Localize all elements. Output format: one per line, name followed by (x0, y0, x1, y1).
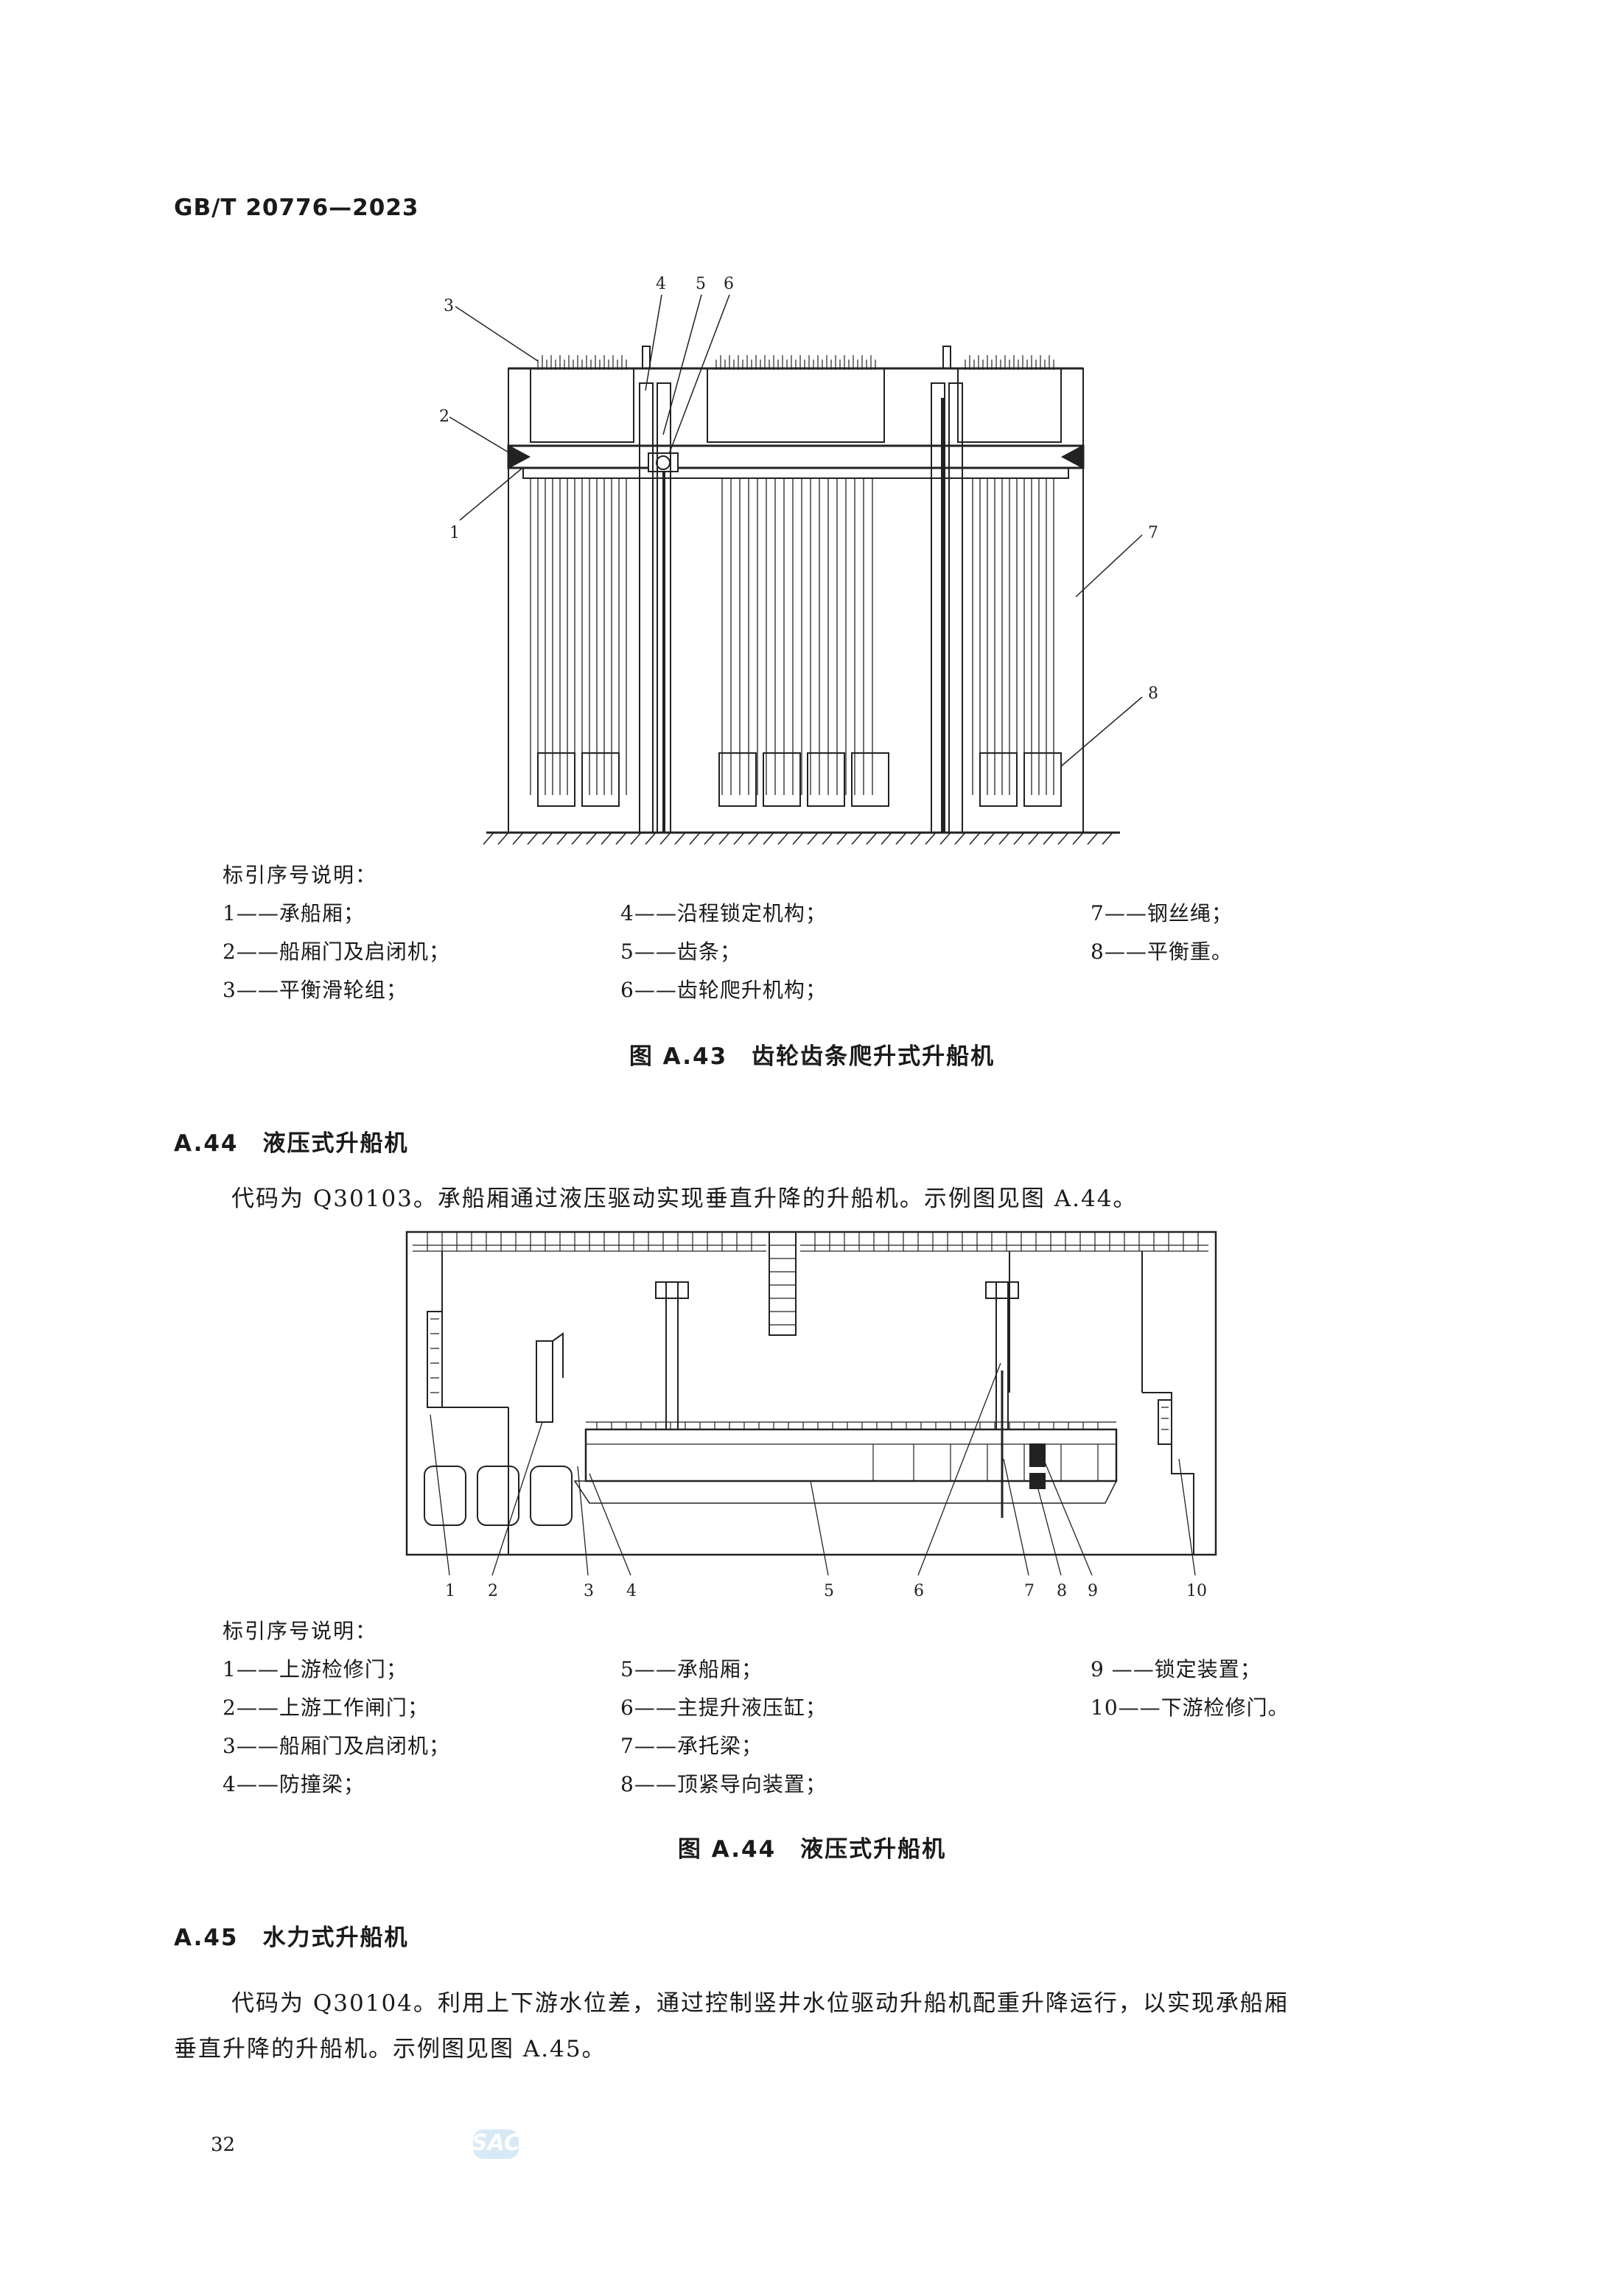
callout-9: 9 (1088, 1582, 1098, 1600)
legend-item: 1——上游检修门； (223, 1657, 407, 1681)
figure-caption-a43: 图 A.43 齿轮齿条爬升式升船机 (629, 1043, 995, 1070)
callout-5: 5 (696, 275, 706, 293)
figure-caption-a44: 图 A.44 液压式升船机 (677, 1836, 947, 1863)
legend-item: 4——沿程锁定机构； (620, 901, 827, 925)
section-paragraph-a45-line1: 代码为 Q30104。利用上下游水位差，通过控制竖井水位驱动升船机配重升降运行，… (231, 1990, 1289, 2017)
page-number: 32 (211, 2134, 236, 2156)
legend-item: 4——防撞梁； (223, 1772, 365, 1796)
section-heading-a45: A.45 水力式升船机 (174, 1925, 409, 1951)
legend-item: 2——上游工作闸门； (223, 1695, 429, 1720)
legend-title-a44: 标引序号说明： (223, 1619, 378, 1643)
legend-item: 5——齿条； (620, 939, 741, 964)
callout-10: 10 (1186, 1582, 1207, 1600)
legend-item: 9 ——锁定装置； (1091, 1657, 1261, 1681)
callout-3: 3 (584, 1582, 594, 1600)
legend-item: 7——承托梁； (620, 1734, 763, 1758)
callout-8: 8 (1057, 1582, 1067, 1600)
sac-watermark-logo: SAC (472, 2125, 520, 2166)
legend-item: 10——下游检修门。 (1091, 1695, 1289, 1720)
callout-4: 4 (656, 275, 666, 293)
legend-item: 5——承船厢； (620, 1657, 763, 1681)
legend-item: 1——承船厢； (223, 901, 365, 925)
callout-4: 4 (626, 1582, 637, 1600)
callout-1: 1 (449, 524, 460, 542)
figure-a44-drawing: 1 2 3 4 5 6 7 8 9 10 (398, 1223, 1238, 1606)
callout-8: 8 (1148, 685, 1158, 703)
section-heading-a44: A.44 液压式升船机 (174, 1130, 409, 1157)
legend-item: 2——船厢门及启闭机； (223, 939, 450, 964)
legend-item: 6——主提升液压缸； (620, 1695, 827, 1720)
callout-3: 3 (444, 297, 454, 315)
callout-5: 5 (824, 1582, 834, 1600)
svg-text:SAC: SAC (472, 2130, 520, 2156)
callout-2: 2 (488, 1582, 498, 1600)
callout-7: 7 (1148, 524, 1158, 542)
callout-1: 1 (445, 1582, 455, 1600)
legend-title-a43: 标引序号说明： (223, 863, 378, 887)
legend-item: 3——船厢门及启闭机； (223, 1734, 450, 1758)
standard-number: GB/T 20776—2023 (174, 195, 419, 221)
callout-7: 7 (1024, 1582, 1035, 1600)
callout-6: 6 (914, 1582, 924, 1600)
legend-item: 7——钢丝绳； (1091, 901, 1233, 925)
legend-item: 3——平衡滑轮组； (223, 978, 407, 1002)
callout-6: 6 (724, 275, 734, 293)
legend-item: 8——顶紧导向装置； (620, 1772, 827, 1796)
section-paragraph-a45-line2: 垂直升降的升船机。示例图见图 A.45。 (174, 2036, 606, 2062)
section-paragraph-a44: 代码为 Q30103。承船厢通过液压驱动实现垂直升降的升船机。示例图见图 A.4… (231, 1186, 1138, 1212)
legend-item: 6——齿轮爬升机构； (620, 978, 827, 1002)
legend-item: 8——平衡重。 (1091, 939, 1233, 964)
figure-a43-drawing: 3 2 1 4 5 6 7 8 (427, 265, 1194, 855)
callout-2: 2 (439, 407, 449, 426)
